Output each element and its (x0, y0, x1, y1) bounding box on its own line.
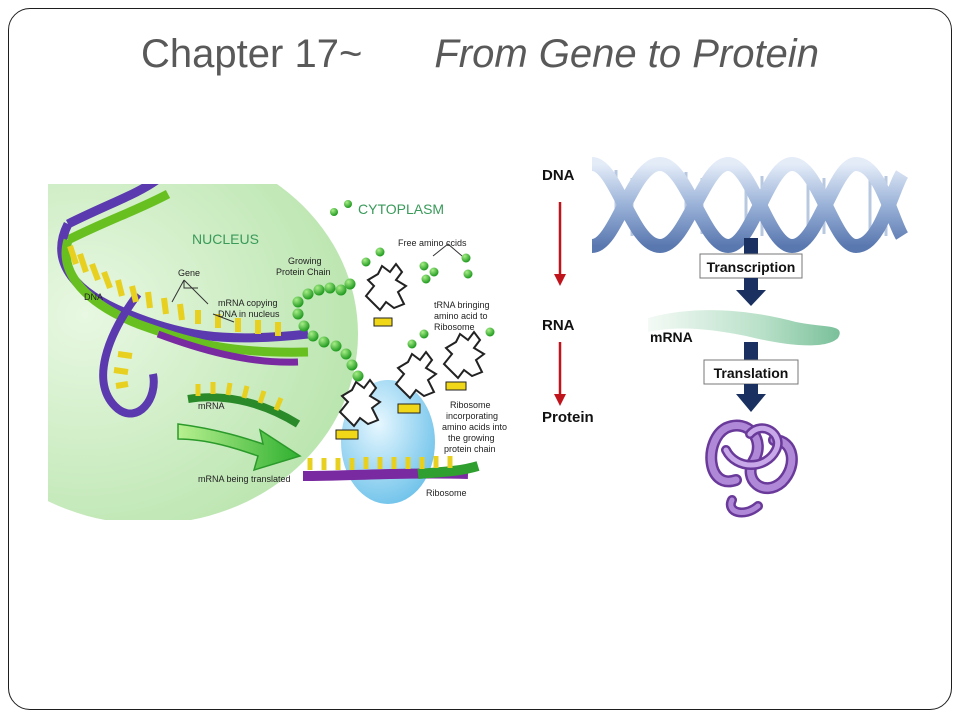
label-protein-flow: Protein (542, 409, 594, 426)
label-growing-2: Protein Chain (276, 267, 331, 277)
label-mrna-copying-1: mRNA copying (218, 298, 278, 308)
dna-double-helix (57, 184, 309, 418)
label-cytoplasm: CYTOPLASM (358, 201, 444, 217)
transcription-label: Transcription (707, 259, 796, 275)
central-dogma-svg: DNA RNA Protein Transcription mRNA Trans… (542, 156, 909, 518)
title-subject: From Gene to Protein (434, 32, 819, 76)
label-trna-3: Ribosome (434, 322, 475, 332)
label-dna-flow: DNA (542, 167, 575, 184)
dogma-flow: DNA RNA Protein (542, 167, 594, 426)
label-gene: Gene (178, 268, 200, 278)
label-mrna: mRNA (198, 401, 225, 411)
arrow-rna-to-protein (554, 394, 566, 406)
label-mrna-translated: mRNA being translated (198, 474, 291, 484)
label-ribo-1: Ribosome (450, 400, 491, 410)
protein-coil (705, 419, 798, 518)
mrna-being-translated (302, 456, 480, 481)
mrna-strand (187, 382, 301, 428)
label-nucleus: NUCLEUS (192, 231, 259, 247)
label-rna-flow: RNA (542, 317, 575, 334)
central-dogma-diagram: DNA RNA Protein Transcription mRNA Trans… (536, 150, 916, 530)
translation-label: Translation (714, 365, 789, 381)
label-ribosome: Ribosome (426, 488, 467, 498)
translation-arrow (736, 394, 766, 412)
label-trna-1: tRNA bringing (434, 300, 490, 310)
arrow-dna-to-rna (554, 274, 566, 286)
label-free-amino: Free amino ccids (398, 238, 467, 248)
label-mrna-ribbon: mRNA (650, 329, 693, 345)
transcription-arrow (736, 290, 766, 306)
label-ribo-2: incorporating (446, 411, 498, 421)
label-ribo-4: the growing (448, 433, 495, 443)
label-dna: DNA (84, 292, 103, 302)
gene-bracket (171, 279, 235, 323)
label-ribo-5: protein chain (444, 444, 496, 454)
gene-expression-svg: DNA Gene mRNA copying DNA in nucleus Gro… (48, 184, 534, 520)
label-trna-2: amino acid to (434, 311, 488, 321)
title-chapter: Chapter 17~ (141, 32, 363, 76)
mrna-copying-strand (156, 330, 299, 366)
translation-arrow (177, 423, 302, 472)
trna-molecules (338, 262, 486, 428)
label-mrna-copying-2: DNA in nucleus (218, 309, 280, 319)
gene-expression-illustration: DNA Gene mRNA copying DNA in nucleus Gro… (48, 184, 534, 520)
dna-helix-image (590, 156, 909, 254)
mrna-ribbon (648, 310, 840, 346)
slide-title: Chapter 17~ From Gene to Protein (0, 32, 960, 77)
amino-acids (292, 200, 495, 382)
label-ribo-3: amino acids into (442, 422, 507, 432)
label-growing-1: Growing (288, 256, 322, 266)
